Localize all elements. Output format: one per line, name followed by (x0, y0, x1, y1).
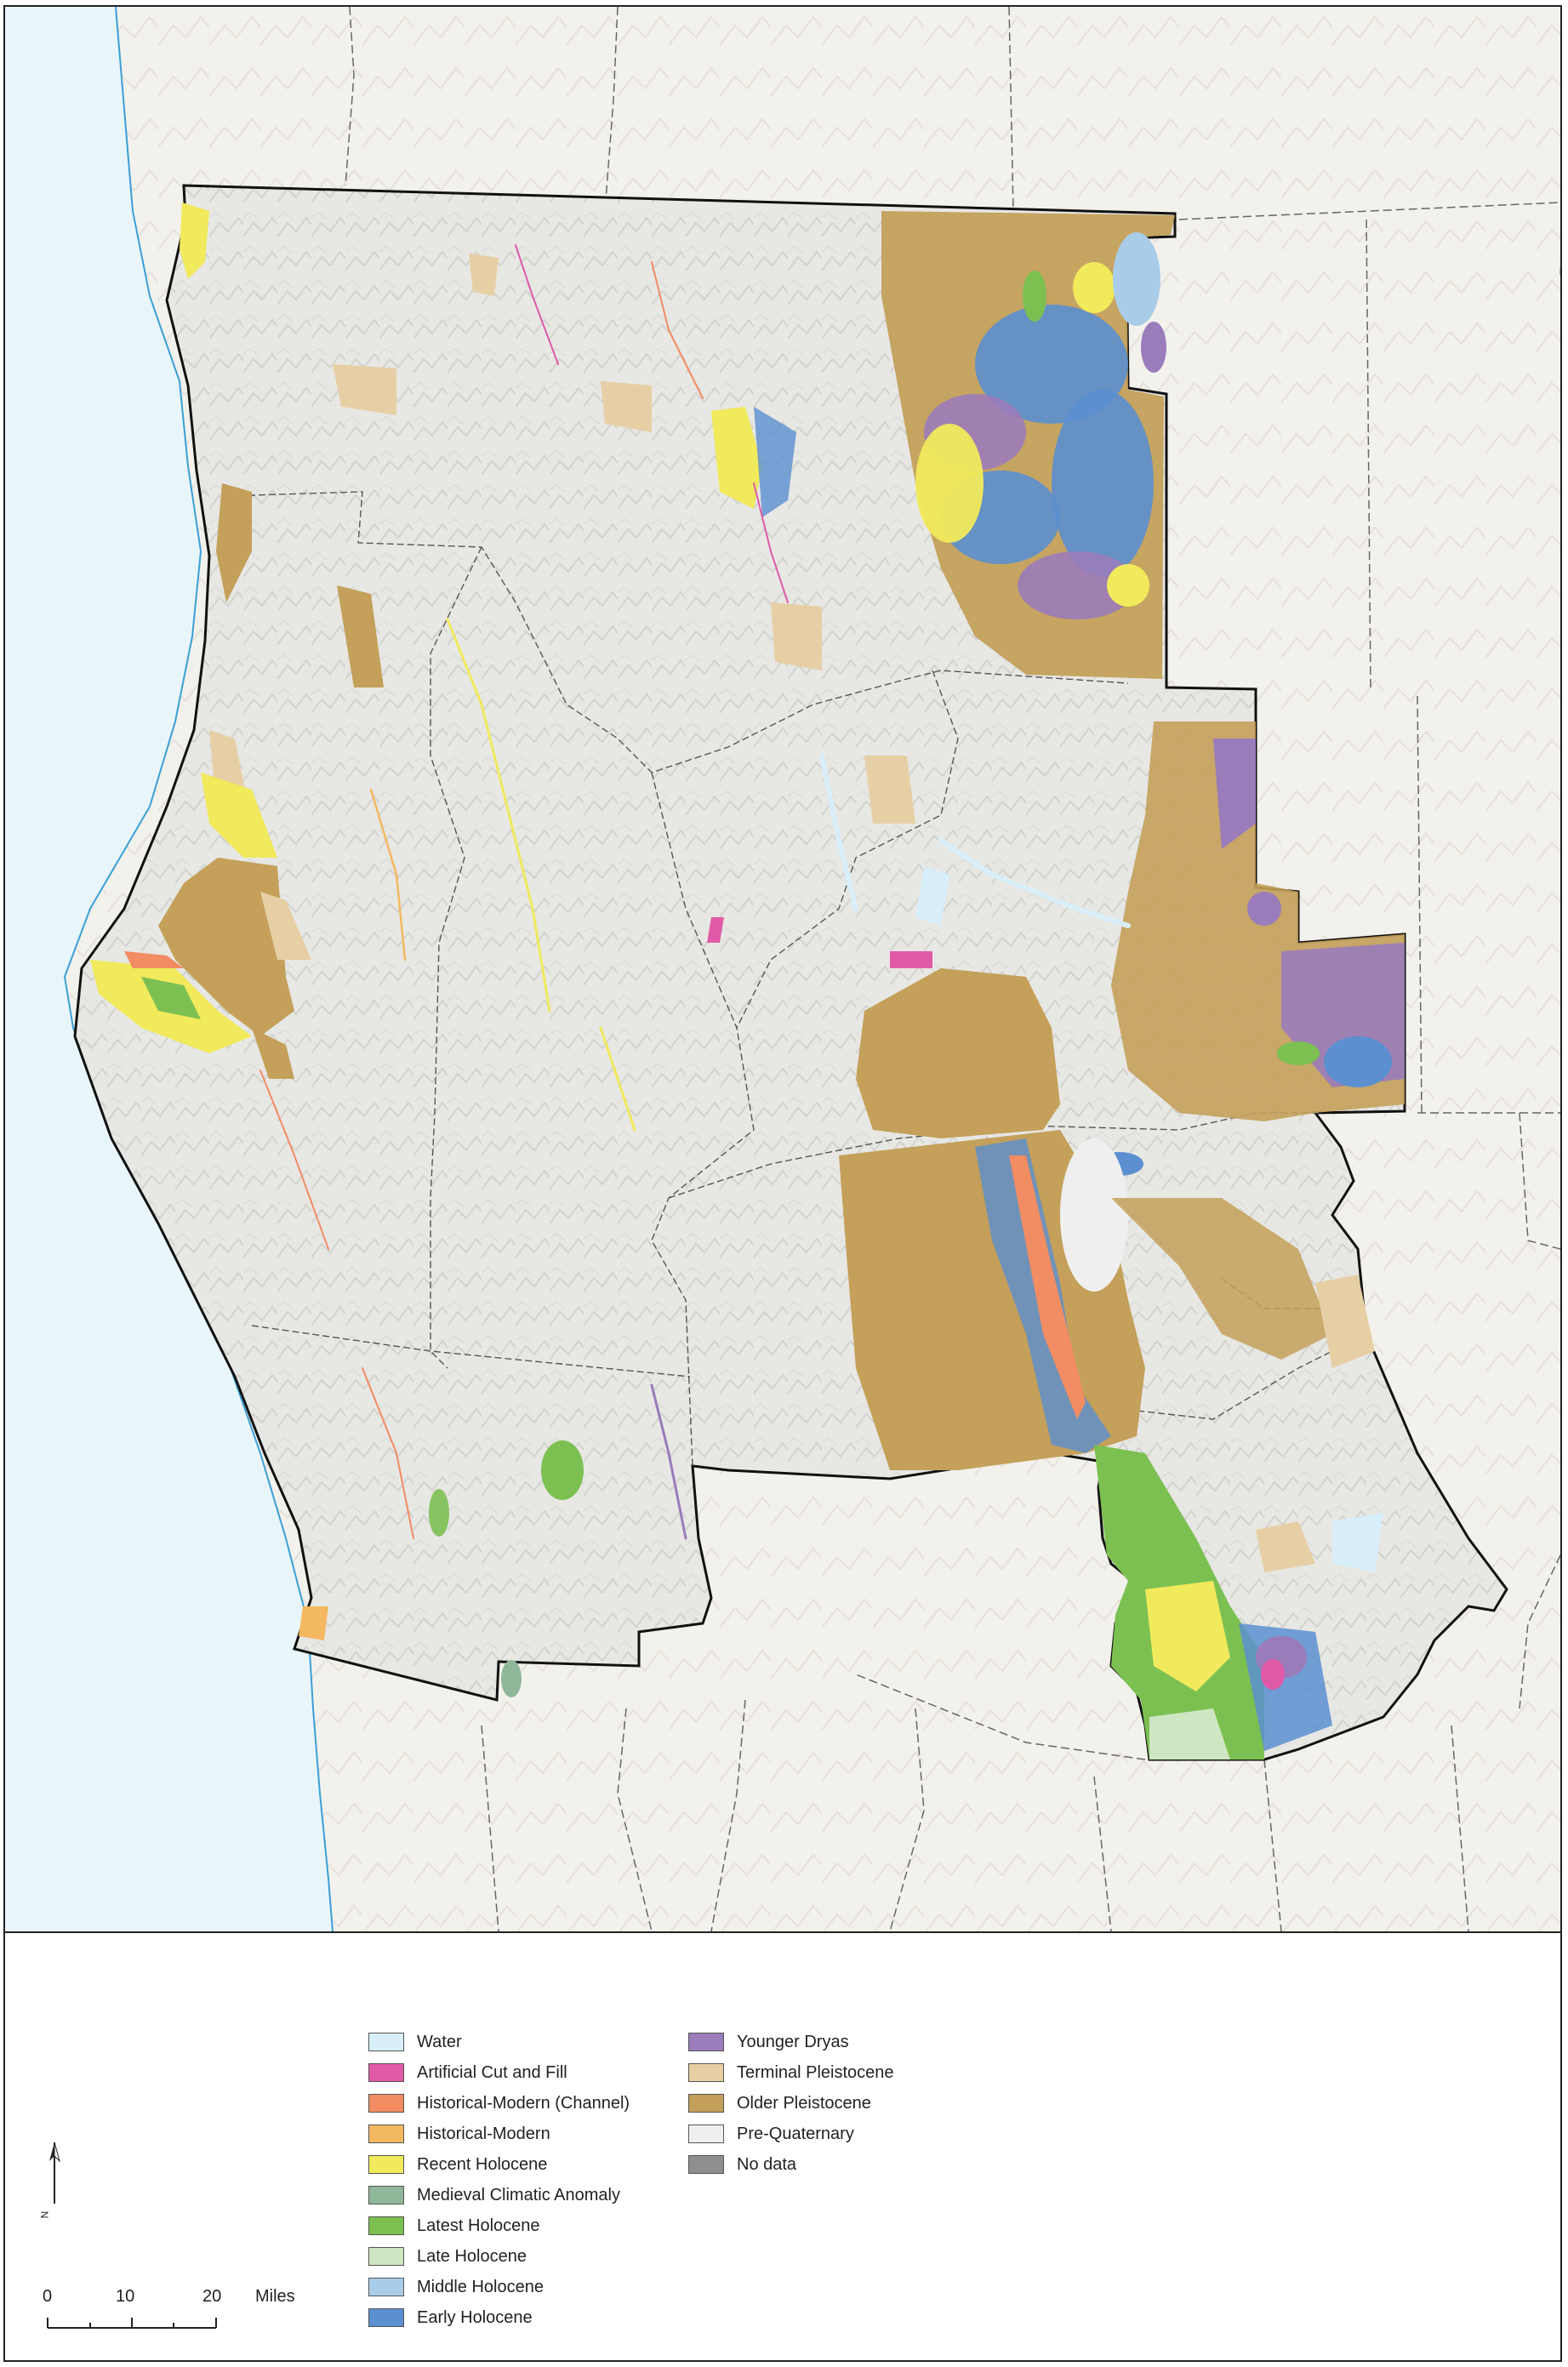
drainage-lines (259, 244, 1131, 1540)
scale-units: Miles (255, 2287, 295, 2306)
legend-label: Middle Holocene (417, 2278, 544, 2296)
legend-label: Water (417, 2033, 462, 2051)
scale-tick-20: 20 (202, 2287, 222, 2306)
legend-swatch (368, 2094, 404, 2113)
legend-swatch (368, 2186, 404, 2204)
legend-swatch (368, 2216, 404, 2235)
legend-label: Pre-Quaternary (737, 2125, 854, 2143)
legend-label: Artificial Cut and Fill (417, 2063, 567, 2082)
legend-label: Recent Holocene (417, 2155, 548, 2174)
legend-swatch (368, 2125, 404, 2143)
north-label: N (38, 2210, 51, 2219)
legend-swatch (688, 2033, 724, 2051)
legend-label: Historical-Modern (417, 2125, 550, 2143)
legend-swatch (688, 2094, 724, 2113)
legend-swatch (368, 2247, 404, 2266)
map-canvas[interactable] (5, 7, 1560, 1931)
scale-tick-0: 0 (43, 2287, 53, 2306)
legend-label: Older Pleistocene (737, 2094, 871, 2113)
legend-label: Late Holocene (417, 2247, 527, 2266)
north-arrow-icon (49, 2142, 60, 2204)
scalebar: 0 10 20 Miles (43, 2287, 298, 2338)
legend-swatch (368, 2033, 404, 2051)
legend-label: Historical-Modern (Channel) (417, 2094, 630, 2113)
map-panel[interactable] (5, 7, 1560, 1933)
legend-label: No data (737, 2155, 797, 2174)
scale-tick-10: 10 (116, 2287, 135, 2306)
legend-swatch (688, 2063, 724, 2082)
legend-label: Medieval Climatic Anomaly (417, 2186, 620, 2204)
geology-units[interactable] (90, 202, 1405, 1760)
legend-label: Younger Dryas (737, 2033, 849, 2051)
legend-label: Terminal Pleistocene (737, 2063, 894, 2082)
legend-label: Latest Holocene (417, 2216, 540, 2235)
scalebar-graphic (47, 2318, 217, 2329)
legend-label: Early Holocene (417, 2308, 533, 2327)
legend-swatch (368, 2308, 404, 2327)
legend-swatch (368, 2278, 404, 2296)
legend-swatch (688, 2125, 724, 2143)
legend-swatch (368, 2063, 404, 2082)
legend-swatch (688, 2155, 724, 2174)
outer-boundaries (345, 7, 1560, 1931)
legend-swatch (368, 2155, 404, 2174)
